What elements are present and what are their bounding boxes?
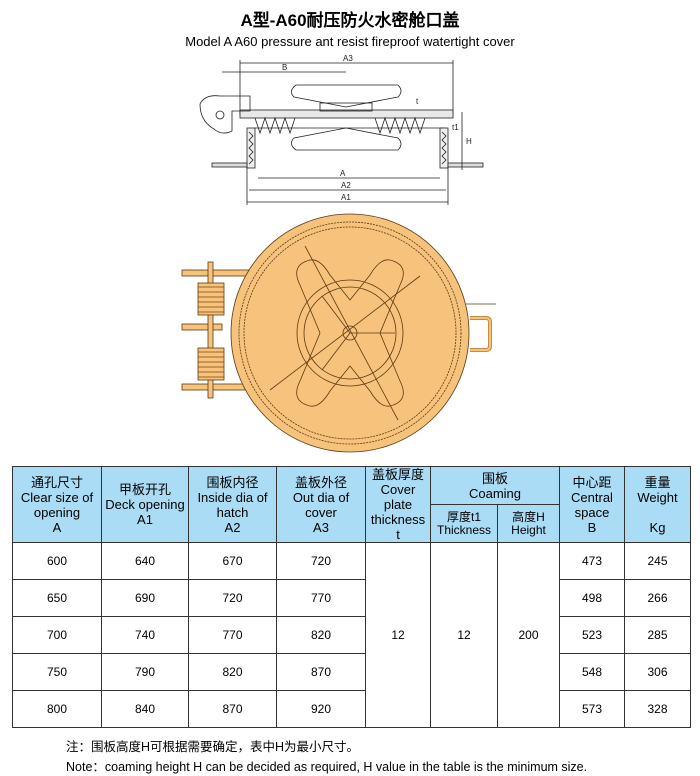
cell-weight: 285 [624, 616, 691, 654]
dim-b-label: B [282, 63, 287, 72]
cell-a: 700 [12, 616, 102, 654]
cell-a2: 820 [188, 653, 277, 691]
cell-weight: 245 [624, 542, 691, 580]
dim-a3-label: A3 [343, 54, 353, 63]
table-row: 800 840 870 920 573 328 [12, 690, 691, 728]
cell-a1: 840 [101, 690, 189, 728]
handwheel-ring [296, 279, 404, 387]
cover-plate [239, 109, 454, 119]
table-row: 600 640 670 720 12 12 200 473 245 [12, 542, 691, 728]
cell-a: 600 [12, 542, 102, 580]
cell-b: 523 [559, 616, 625, 654]
cell-weight: 306 [624, 653, 691, 691]
cell-b: 548 [559, 653, 625, 691]
cell-a1: 740 [101, 616, 189, 654]
dim-t-label: t [416, 97, 419, 106]
cell-a1: 690 [101, 579, 189, 617]
section-drawing: A3 B A A2 A1 H t1 t [181, 54, 496, 453]
handwheel-bottom [291, 127, 402, 151]
cell-a: 650 [12, 579, 102, 617]
cell-weight: 328 [624, 690, 691, 728]
spring-bottom [197, 347, 225, 381]
cell-a2: 670 [188, 542, 277, 580]
page-subtitle: Model A A60 pressure ant resist fireproo… [185, 34, 515, 49]
cell-a3: 770 [276, 579, 366, 617]
table-row: 700 740 770 820 523 285 [12, 616, 691, 654]
cell-a1: 640 [101, 542, 189, 580]
dim-t1-label: t1 [452, 123, 459, 132]
cell-t: 12 [365, 542, 431, 728]
cell-a: 750 [12, 653, 102, 691]
dim-a2-label: A2 [341, 181, 351, 190]
cell-a: 800 [12, 690, 102, 728]
dim-a1-label: A1 [341, 193, 351, 202]
cell-a2: 870 [188, 690, 277, 728]
cell-b: 573 [559, 690, 625, 728]
cell-a3: 720 [276, 542, 366, 580]
dim-h-label: H [466, 137, 472, 146]
cell-t1: 12 [430, 542, 498, 728]
cell-a3: 870 [276, 653, 366, 691]
coaming-right [439, 127, 449, 169]
note-english: Note：coaming height H can be decided as … [66, 760, 588, 774]
cell-b: 498 [559, 579, 625, 617]
handwheel-top [291, 84, 402, 108]
note-chinese: 注：围板高度H可根据需要确定，表中H为最小尺寸。 [66, 740, 360, 754]
cell-weight: 266 [624, 579, 691, 617]
cell-a2: 770 [188, 616, 277, 654]
coaming-left [246, 127, 256, 169]
dim-a-label: A [340, 169, 346, 178]
cell-a3: 820 [276, 616, 366, 654]
table-row: 750 790 820 870 548 306 [12, 653, 691, 691]
plan-view [181, 213, 496, 453]
cell-a2: 720 [188, 579, 277, 617]
table-row: 650 690 720 770 498 266 [12, 579, 691, 617]
cross-dogs [296, 259, 404, 407]
spring-top [197, 282, 225, 316]
lift-handle [470, 316, 492, 352]
cell-b: 473 [559, 542, 625, 580]
cell-a1: 790 [101, 653, 189, 691]
page-title: A型-A60耐压防火水密舱口盖 [240, 11, 460, 30]
cell-a3: 920 [276, 690, 366, 728]
cell-h: 200 [497, 542, 560, 728]
hinge [199, 95, 251, 134]
